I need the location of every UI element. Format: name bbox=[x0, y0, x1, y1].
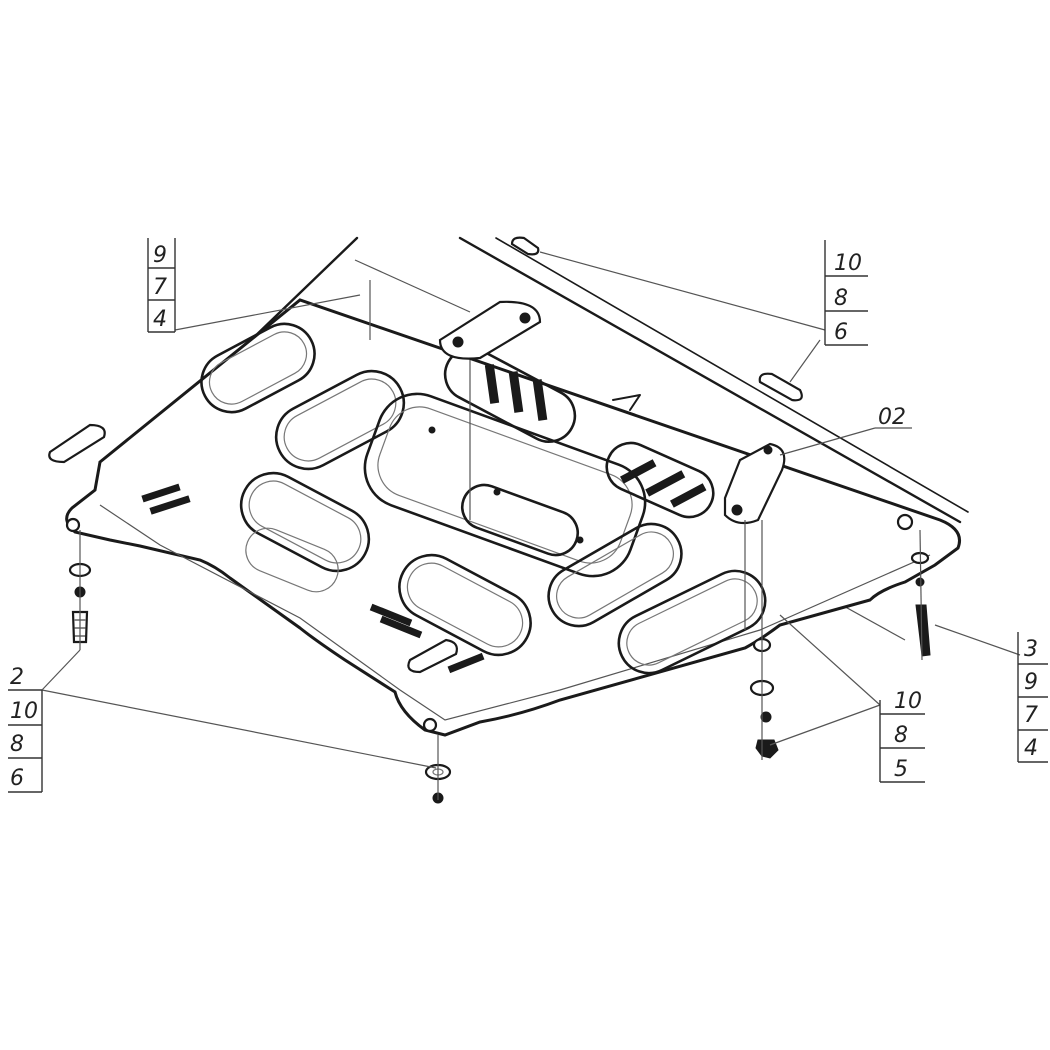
callout-right: 3 9 7 4 bbox=[1017, 632, 1048, 763]
clip-right bbox=[758, 372, 803, 402]
callout-top-left: 9 7 4 bbox=[147, 238, 176, 333]
plate-slots bbox=[200, 322, 767, 675]
skid-plate bbox=[65, 298, 961, 737]
assembly-axes bbox=[79, 280, 923, 800]
callout-top-right: 10 8 6 bbox=[824, 240, 868, 346]
clip-top bbox=[510, 236, 540, 256]
callout-part-02: 02 bbox=[878, 405, 906, 430]
callout-top-left-item-1: 7 bbox=[153, 275, 167, 300]
callout-bottom-right-item-1: 8 bbox=[894, 723, 908, 748]
callout-right-item-2: 7 bbox=[1024, 703, 1038, 728]
callout-top-left-item-0: 9 bbox=[153, 243, 167, 268]
clip-left bbox=[48, 423, 106, 464]
callout-top-right-item-1: 8 bbox=[834, 286, 848, 311]
callout-right-item-3: 4 bbox=[1024, 736, 1038, 761]
bracket-02 bbox=[723, 442, 786, 525]
callout-bottom-left-item-3: 6 bbox=[10, 766, 24, 791]
callout-bottom-left: 2 10 8 6 bbox=[8, 665, 43, 793]
callout-bottom-left-item-1: 10 bbox=[10, 699, 38, 724]
callout-top-right-item-0: 10 bbox=[834, 251, 862, 276]
callout-bottom-right-item-2: 5 bbox=[894, 757, 908, 782]
callout-right-item-0: 3 bbox=[1024, 637, 1038, 662]
callout-bottom-left-item-0: 2 bbox=[10, 665, 24, 690]
mount-hole bbox=[896, 513, 914, 531]
bracket-top bbox=[438, 300, 542, 360]
center-marks bbox=[428, 394, 641, 544]
callout-bottom-right: 10 8 5 bbox=[879, 689, 925, 783]
callout-bottom-right-item-0: 10 bbox=[894, 689, 922, 714]
leader-lines bbox=[41, 251, 1021, 769]
vent-louvres bbox=[141, 364, 707, 674]
clip-bottom bbox=[407, 638, 458, 674]
callout-top-left-item-2: 4 bbox=[153, 307, 167, 332]
callout-right-item-1: 9 bbox=[1024, 670, 1038, 695]
callout-top-right-item-2: 6 bbox=[834, 320, 848, 345]
callout-bottom-left-item-2: 8 bbox=[10, 732, 24, 757]
fastener-stack-right bbox=[749, 637, 779, 759]
plate-bend-line bbox=[99, 504, 931, 721]
brackets bbox=[48, 236, 914, 733]
part-label-02: 02 bbox=[878, 405, 906, 430]
